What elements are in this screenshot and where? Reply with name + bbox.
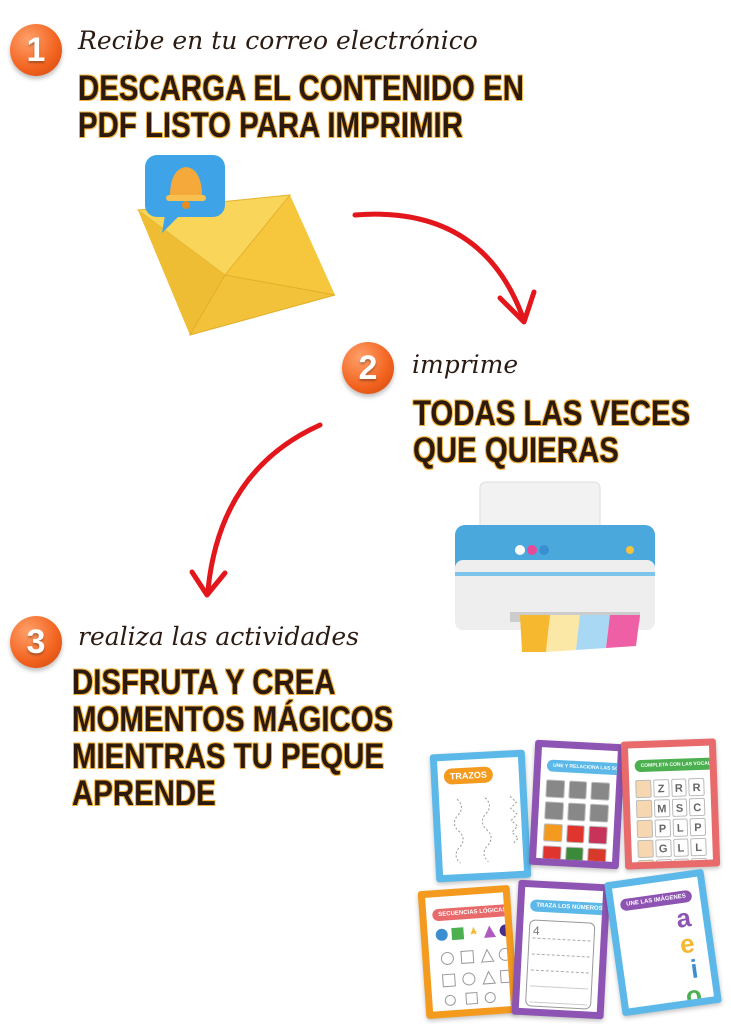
letter-cell: P [654, 819, 671, 838]
heading-line: TODAS LAS VECES [413, 394, 691, 433]
picture-cell [636, 819, 653, 839]
worksheet-une-imagenes: UNE LAS IMÁGENES a e i o u [604, 868, 722, 1017]
picture-cell [637, 839, 654, 859]
letter-cell: C [655, 859, 673, 870]
worksheet-sombras: UNE Y RELACIONA LAS SOMBRAS [528, 739, 626, 870]
step-1-badge: 1 [10, 24, 62, 76]
heading-line: MIENTRAS TU PEQUE [72, 737, 384, 776]
heading-line: DISFRUTA Y CREA [72, 663, 336, 702]
worksheet-numeros: TRAZA LOS NÚMEROS 4 [511, 879, 611, 1020]
trace-digit: 4 [532, 923, 592, 942]
step-2-badge: 2 [342, 342, 394, 394]
letter-cell: R [688, 777, 705, 797]
step-2-subtitle: imprime [412, 350, 519, 379]
step-3-subtitle: realiza las actividades [78, 622, 359, 651]
worksheet-title: COMPLETA CON LAS VOCALES [634, 757, 721, 773]
heading-line: MOMENTOS MÁGICOS [72, 700, 394, 739]
heading-line: QUE QUIERAS [413, 431, 619, 470]
worksheet-title: SECUENCIAS LÓGICAS [431, 903, 513, 922]
worksheet-trazos: TRAZOS [429, 749, 532, 883]
letter-cell: L [690, 837, 707, 857]
letter-cell: L [672, 838, 690, 857]
printer-icon [455, 481, 655, 652]
letter-cell: Z [652, 779, 670, 798]
letter-cell: C [689, 797, 706, 817]
heading-line: APRENDE [72, 774, 216, 813]
picture-cell [635, 779, 652, 799]
heading-line: PDF LISTO PARA IMPRIMIR [78, 106, 463, 145]
letter-cell: G [654, 839, 672, 858]
worksheet-secuencias: SECUENCIAS LÓGICAS [417, 884, 519, 1020]
picture-cell [637, 859, 655, 870]
envelope-bell-icon [136, 155, 336, 336]
worksheet-title: TRAZOS [443, 766, 494, 785]
step-1-heading: DESCARGA EL CONTENIDO EN PDF LISTO PARA … [78, 70, 524, 144]
letter-cell: P [689, 817, 707, 837]
heading-line: DESCARGA EL CONTENIDO EN [78, 69, 524, 108]
worksheet-title: TRAZA LOS NÚMEROS [529, 899, 609, 916]
letter-cell: L [672, 818, 689, 837]
letter-cell: R [670, 778, 687, 797]
step-3-badge: 3 [10, 616, 62, 668]
step-2-heading: TODAS LAS VECES QUE QUIERAS [413, 395, 690, 469]
letter-cell: M [653, 799, 670, 818]
worksheet-title: UNE Y RELACIONA LAS SOMBRAS [546, 759, 626, 777]
step-3-heading: DISFRUTA Y CREA MOMENTOS MÁGICOS MIENTRA… [72, 664, 393, 812]
picture-cell [635, 799, 653, 819]
letter-cell: S [671, 798, 688, 817]
step-1-subtitle: Recibe en tu correo electrónico [78, 26, 478, 55]
